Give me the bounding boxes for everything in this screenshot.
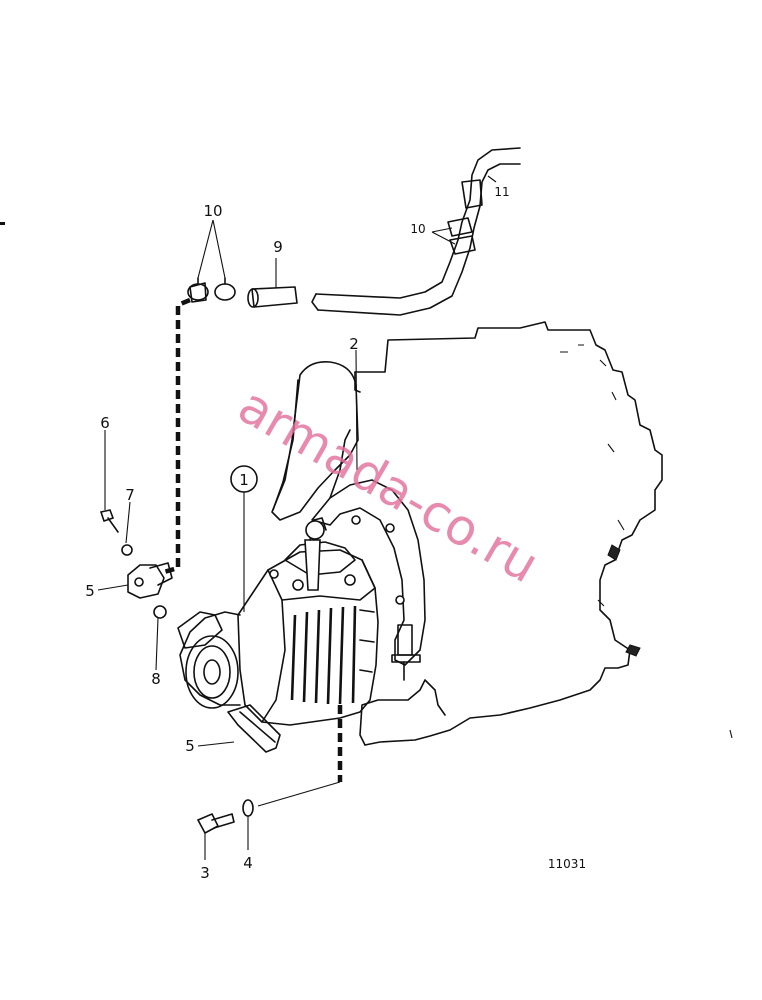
callout-7: 7 [125,486,135,504]
callout-4: 4 [243,854,253,872]
mounting-bracket [311,429,426,681]
timing-cover [271,360,359,521]
callout-1: 1 [239,471,249,489]
callout-10-left: 10 [203,202,222,220]
watermark: armada-co.ru [229,376,548,594]
callout-6: 6 [100,414,110,432]
callout-11: 11 [494,185,509,199]
engine-outline [354,321,733,746]
bolt-and-washer [196,799,254,835]
figure-number: 11031 [548,857,586,871]
callout-10-right: 10 [410,222,425,236]
callout-5-upper: 5 [85,582,95,600]
callout-3: 3 [200,864,210,882]
callout-8: 8 [151,670,161,688]
leader-lines [97,175,497,860]
edge-mark [0,222,5,225]
callout-2: 2 [349,335,359,353]
callout-5-lower: 5 [185,737,195,755]
pipe-fitting [99,509,173,619]
pump-assembly [177,517,379,753]
connection-lines [163,297,343,807]
callout-1-circle [230,465,258,493]
callout-9: 9 [273,238,283,256]
callout-labels: 1 2 3 4 5 5 6 7 8 9 10 10 11 11031 [85,185,586,882]
hose-assembly [187,147,521,316]
